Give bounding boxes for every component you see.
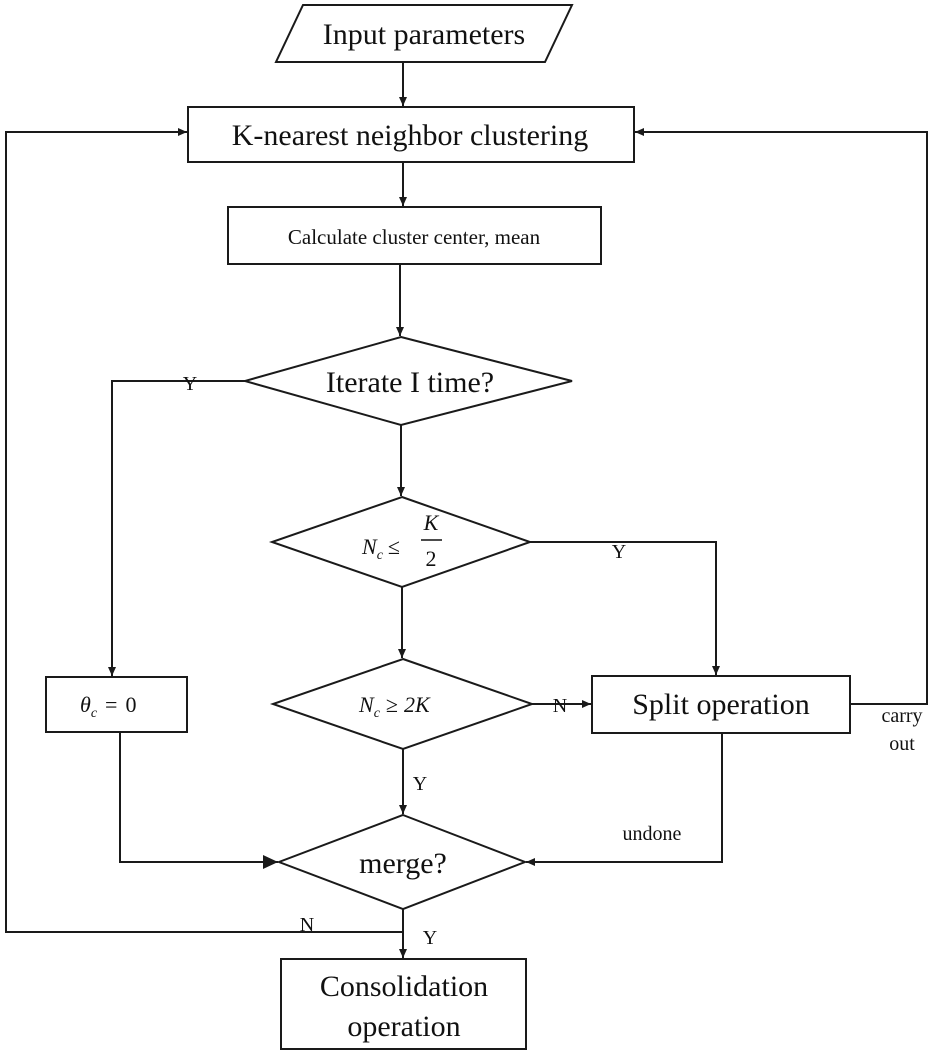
label-undone: undone <box>623 823 682 845</box>
label-cond2-yes: Y <box>413 773 427 795</box>
edge-merge-no-to-knn <box>5 128 404 933</box>
theta-zero-expr: θc=0 <box>80 692 136 721</box>
cond-nc-ge-2k-node: Nc≥2K <box>269 657 536 751</box>
label-iterate-yes: Y <box>183 373 197 395</box>
split-operation-node: Split operation <box>591 675 851 734</box>
knn-clustering-label: K-nearest neighbor clustering <box>232 119 589 152</box>
label-merge-no: N <box>300 914 314 936</box>
cond-nc-le-k-half-numerator: K <box>423 510 440 535</box>
consolidation-label-line2: operation <box>347 1010 460 1043</box>
label-carry-out-line1: carry <box>881 705 922 727</box>
input-parameters-label: Input parameters <box>323 18 525 51</box>
cond-nc-le-k-half-node: Nc≤ K 2 <box>268 495 534 589</box>
input-parameters-node: Input parameters <box>274 4 574 63</box>
merge-decision-label: merge? <box>359 847 447 880</box>
merge-decision-node: merge? <box>276 813 528 911</box>
cond-nc-ge-2k-expr: Nc≥2K <box>358 692 431 721</box>
label-carry-out-line2: out <box>889 733 915 755</box>
label-cond1-yes: Y <box>612 541 626 563</box>
split-operation-label: Split operation <box>632 688 809 721</box>
consolidation-operation-node: Consolidation operation <box>280 958 527 1050</box>
calculate-center-node: Calculate cluster center, mean <box>227 206 602 265</box>
knn-clustering-node: K-nearest neighbor clustering <box>187 106 635 163</box>
iterate-decision-node: Iterate I time? <box>241 335 573 427</box>
edge-theta-to-merge <box>119 732 278 869</box>
edge-split-undone-to-merge <box>526 733 723 866</box>
iterate-decision-label: Iterate I time? <box>326 366 494 399</box>
cond-nc-le-k-half-denominator: 2 <box>426 546 437 571</box>
label-cond2-no: N <box>553 695 567 717</box>
theta-zero-node: θc=0 <box>45 676 188 733</box>
edge-iterate-yes-to-theta <box>108 380 245 676</box>
cond-nc-le-k-half-expr: Nc≤ <box>361 534 400 563</box>
consolidation-label-line1: Consolidation <box>320 970 488 1003</box>
label-merge-yes: Y <box>423 927 437 949</box>
calculate-center-label: Calculate cluster center, mean <box>288 225 541 249</box>
edge-cond1-yes-to-split <box>530 541 720 675</box>
edge-split-carry-out-to-knn <box>635 128 928 705</box>
